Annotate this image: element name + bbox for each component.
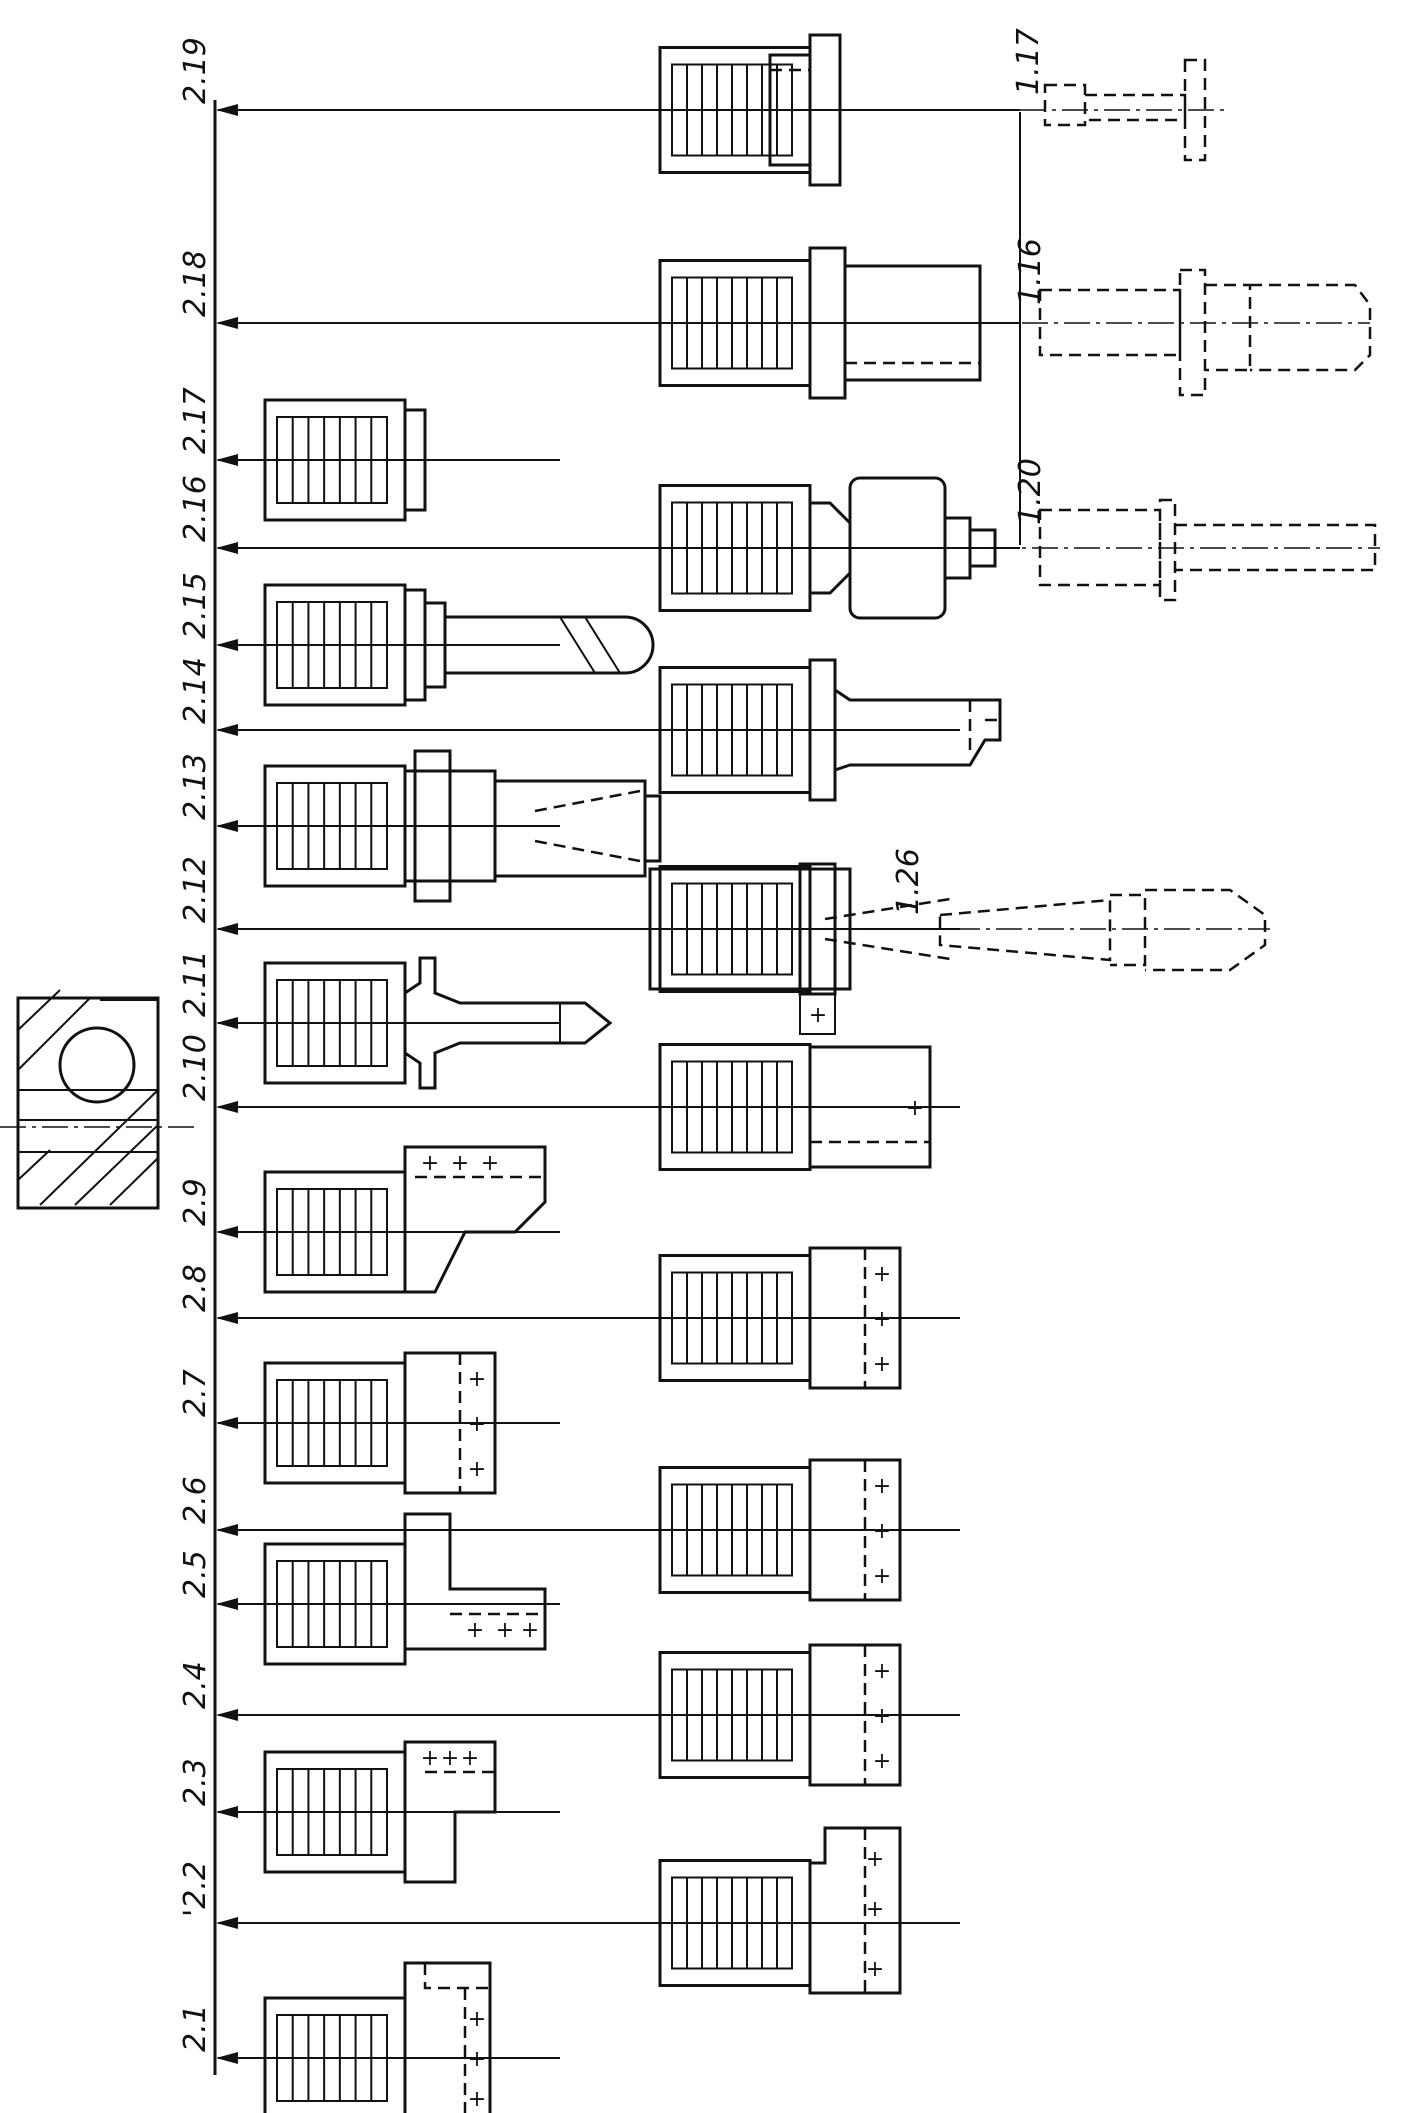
svg-text:+: + xyxy=(873,1352,891,1377)
svg-text:+: + xyxy=(873,1262,891,1287)
toolholder-2.16 xyxy=(216,476,1020,620)
toolholder-2.9: + + + xyxy=(216,1145,560,1294)
position-label: 2.6 xyxy=(178,1476,213,1524)
position-label: 2.17 xyxy=(178,387,213,454)
position-label: 2.11 xyxy=(178,950,213,1017)
svg-text:+: + xyxy=(468,1412,486,1437)
svg-text:+: + xyxy=(421,1746,439,1771)
svg-text:+: + xyxy=(451,1151,469,1176)
toolholder-2.3: +++ xyxy=(216,1740,560,1884)
svg-text:+: + xyxy=(873,1749,891,1774)
svg-text:+: + xyxy=(421,1151,439,1176)
toolholder-2.11 xyxy=(216,956,613,1090)
svg-text:+: + xyxy=(466,1618,484,1643)
position-label: 2.19 xyxy=(178,37,213,104)
toolholder-2.6: + + + xyxy=(216,1458,960,1602)
toolholder-2.14 xyxy=(216,658,1002,802)
svg-text:+: + xyxy=(481,1151,499,1176)
svg-text:+: + xyxy=(809,1003,827,1028)
attachment-tool-1-26 xyxy=(870,888,1270,972)
toolholder-2.13 xyxy=(216,749,662,903)
svg-text:+: + xyxy=(873,1474,891,1499)
position-label: 2.16 xyxy=(178,475,213,542)
attachment-tool-1-16 xyxy=(980,268,1372,397)
svg-text:+: + xyxy=(873,1519,891,1544)
svg-text:+: + xyxy=(873,1704,891,1729)
toolholder-2.18 xyxy=(216,246,1020,400)
position-label: 2.7 xyxy=(178,1369,213,1417)
svg-text:+: + xyxy=(873,1564,891,1589)
position-label: 2.10 xyxy=(178,1034,213,1101)
position-label: 2.1 xyxy=(178,2004,213,2052)
toolholder-2.19 xyxy=(216,33,1020,187)
toolholder-2.4: +++ xyxy=(216,1643,960,1787)
toolholder-2.10: + xyxy=(216,1043,960,1171)
toolholder-2.7: + + + xyxy=(216,1351,560,1495)
position-label: '2.2 xyxy=(178,1861,213,1917)
reference-label: 1.17 xyxy=(1011,28,1046,95)
reference-label: 1.26 xyxy=(891,848,926,915)
toolholder-2.15 xyxy=(216,583,655,707)
svg-text:+: + xyxy=(461,1746,479,1771)
toolholder-2.17 xyxy=(216,398,560,522)
svg-text:+: + xyxy=(906,1096,924,1121)
position-label: 2.8 xyxy=(178,1264,213,1312)
svg-text:+: + xyxy=(866,1957,884,1982)
position-label: 2.4 xyxy=(178,1661,213,1709)
svg-text:+: + xyxy=(873,1659,891,1684)
position-label: 2.9 xyxy=(178,1178,213,1226)
position-label: 2.5 xyxy=(178,1550,213,1598)
svg-text:+: + xyxy=(468,1457,486,1482)
svg-text:+: + xyxy=(866,1897,884,1922)
position-label: 2.15 xyxy=(178,572,213,639)
svg-text:+: + xyxy=(521,1618,539,1643)
toolholder-2.1: + + + xyxy=(216,1961,560,2113)
svg-text:+: + xyxy=(866,1847,884,1872)
svg-text:+: + xyxy=(496,1618,514,1643)
svg-text:+: + xyxy=(468,2047,486,2072)
toolholder-2.12: + xyxy=(216,862,960,1035)
toolholder-2.8: + + + xyxy=(216,1246,960,1390)
svg-text:+: + xyxy=(468,2007,486,2032)
position-label: 2.12 xyxy=(178,856,213,923)
svg-text:+: + xyxy=(873,1307,891,1332)
svg-text:+: + xyxy=(468,1367,486,1392)
position-label: 2.18 xyxy=(178,250,213,317)
position-label: 2.14 xyxy=(178,657,213,724)
svg-text:+: + xyxy=(468,2087,486,2112)
attachment-tool-1-20 xyxy=(990,498,1380,602)
position-label: 2.3 xyxy=(178,1758,213,1806)
reference-label: 1.16 xyxy=(1013,238,1048,305)
toolholder-2.5: + + + xyxy=(216,1512,560,1666)
attachment-tool-1-17 xyxy=(1020,58,1230,162)
mounting-seat-section xyxy=(0,989,200,1210)
position-label: 2.13 xyxy=(178,753,213,820)
svg-text:+: + xyxy=(441,1746,459,1771)
toolholder-2.2: + + + xyxy=(216,1826,960,1995)
reference-label: 1.20 xyxy=(1013,458,1048,525)
